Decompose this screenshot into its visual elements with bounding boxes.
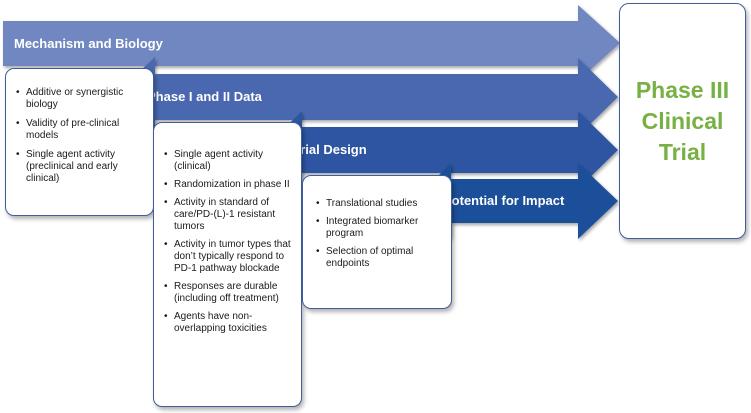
phase12-criterion: Agents have non-overlapping toxicities: [164, 311, 297, 335]
impact-arrow: [413, 163, 618, 239]
phase12-criterion: Single agent activity (clinical): [164, 149, 297, 173]
mechanism-criteria-box: Additive or synergistic biology Validity…: [5, 68, 154, 216]
phase12-criterion: Randomization in phase II: [164, 179, 297, 191]
mechanism-criteria-list: Additive or synergistic biology Validity…: [16, 87, 147, 185]
mechanism-arrow: [3, 5, 620, 81]
trial-design-criteria-list: Translational studies Integrated biomark…: [316, 198, 447, 270]
phase12-arrow: [112, 57, 618, 137]
phase3-title-line2: Clinical: [641, 107, 724, 134]
phase3-title: Phase III Clinical Trial: [636, 75, 729, 168]
phase3-title-line1: Phase III: [635, 76, 730, 103]
phase12-criterion: Activity in standard of care/PD-(L)-1 re…: [164, 197, 297, 233]
trial-design-criterion: Integrated biomarker program: [316, 216, 447, 240]
mechanism-criterion: Validity of pre-clinical models: [16, 118, 147, 142]
trial-design-arrow-label: Trial Design: [293, 142, 367, 157]
trial-design-criteria-box: Translational studies Integrated biomark…: [302, 175, 452, 309]
impact-arrow-label: Potential for Impact: [443, 193, 565, 208]
mechanism-arrow-label: Mechanism and Biology: [14, 36, 163, 51]
mechanism-criterion: Additive or synergistic biology: [16, 87, 147, 111]
phase12-criteria-box: Single agent activity (clinical) Randomi…: [153, 122, 302, 407]
phase3-clinical-trial-box: Phase III Clinical Trial: [619, 3, 746, 239]
phase12-criterion: Activity in tumor types that don’t typic…: [164, 239, 297, 275]
trial-design-arrow: [262, 111, 618, 189]
phase12-criterion: Responses are durable (including off tre…: [164, 281, 297, 305]
phase12-criteria-list: Single agent activity (clinical) Randomi…: [164, 149, 297, 335]
mechanism-criterion: Single agent activity (preclinical and e…: [16, 149, 147, 185]
trial-design-criterion: Selection of optimal endpoints: [316, 246, 447, 270]
trial-design-criterion: Translational studies: [316, 198, 447, 210]
phase12-arrow-label: Phase I and II Data: [147, 89, 262, 104]
phase3-title-line3: Trial: [658, 138, 707, 165]
